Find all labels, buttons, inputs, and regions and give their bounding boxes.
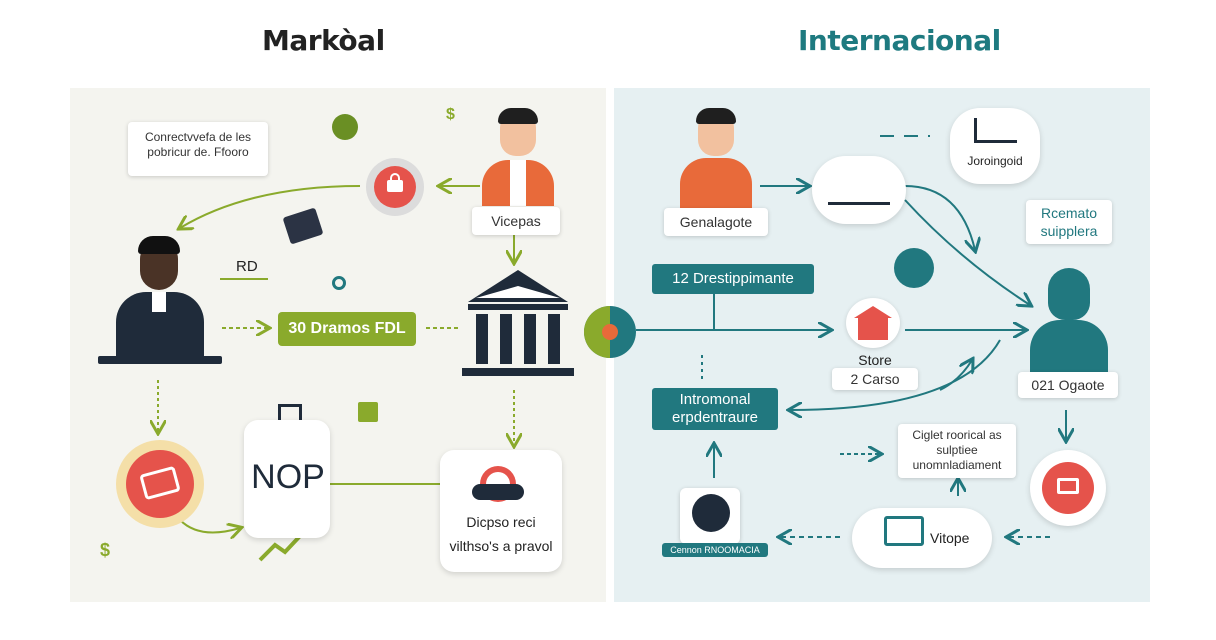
card-icon: [116, 440, 204, 528]
plants-icon: [828, 172, 890, 205]
info-card-line-1: Conrectvvefa de les: [144, 130, 252, 144]
person-left-avatar: [98, 236, 222, 370]
person-right-avatar: [1030, 268, 1108, 378]
left-title: Markòal: [262, 24, 385, 57]
center-connector-icon: [584, 306, 636, 358]
dramos-pill: 30 Dramos FDL: [278, 312, 416, 346]
note-card: Ciglet roorical as sulptiee unomnladiame…: [898, 424, 1016, 478]
checklist-icon: [884, 516, 924, 546]
person-right-top-label: Genalagote: [664, 208, 768, 236]
plants-card: [812, 156, 906, 224]
star-badge-icon: [894, 248, 934, 288]
nop-card: [244, 420, 330, 538]
bank-icon: [462, 270, 574, 378]
lock-icon: [366, 158, 424, 216]
info-card: Conrectvvefa de les pobricur de. Ffooro: [128, 122, 268, 176]
chart-doc-icon: [974, 118, 1017, 143]
drestip-pill: 12 Drestippimante: [652, 264, 814, 294]
person-right-top-avatar: [676, 108, 756, 208]
remate-line-1: Rcemato: [1040, 205, 1098, 221]
remate-card: Rcemato suipplera: [1026, 200, 1112, 244]
intromonal-pill: Intromonal erpdentraure: [652, 388, 778, 430]
cloud-icon: [472, 466, 524, 502]
cloud-label: Joroingoid: [967, 154, 1023, 168]
note-line-3: unomnladiament: [912, 458, 1002, 472]
footer-tag: Cennon RNOOMACIA: [662, 543, 768, 557]
store-label-1: Store: [858, 352, 892, 368]
nop-label: NOP: [251, 458, 325, 496]
store-icon: [846, 298, 900, 348]
document-icon: [358, 402, 378, 422]
ledger-icon: [680, 488, 740, 544]
rd-label: RD: [236, 258, 258, 275]
store-label-2: 2 Carso: [832, 368, 918, 390]
vitope-label: Vitope: [930, 530, 970, 546]
device-icon: [1042, 462, 1094, 514]
note-line-1: Ciglet roorical as: [912, 428, 1002, 442]
info-card-line-2: pobricur de. Ffooro: [147, 145, 249, 159]
bottom-card-line-2: vilthso's a pravol: [449, 538, 553, 554]
note-line-2: sulptiee: [936, 443, 978, 457]
small-gear-icon: [332, 276, 346, 290]
intromonal-line-1: Intromonal: [679, 391, 751, 408]
gear-badge-icon: [332, 114, 358, 140]
rd-underline: [220, 278, 268, 280]
dollar-bottom-icon: $: [100, 540, 111, 560]
person-right-label: 021 Ogaote: [1018, 372, 1118, 398]
person-top-avatar: [478, 108, 558, 206]
bottom-card-line-1: Dicpso reci: [466, 514, 536, 530]
remate-line-2: suipplera: [1040, 223, 1098, 239]
intromonal-line-2: erpdentraure: [672, 409, 758, 426]
cloud-card: [950, 108, 1040, 184]
right-title: Internacional: [798, 24, 1001, 57]
dollar-icon: $: [446, 106, 455, 123]
person-top-label: Vicepas: [472, 207, 560, 235]
